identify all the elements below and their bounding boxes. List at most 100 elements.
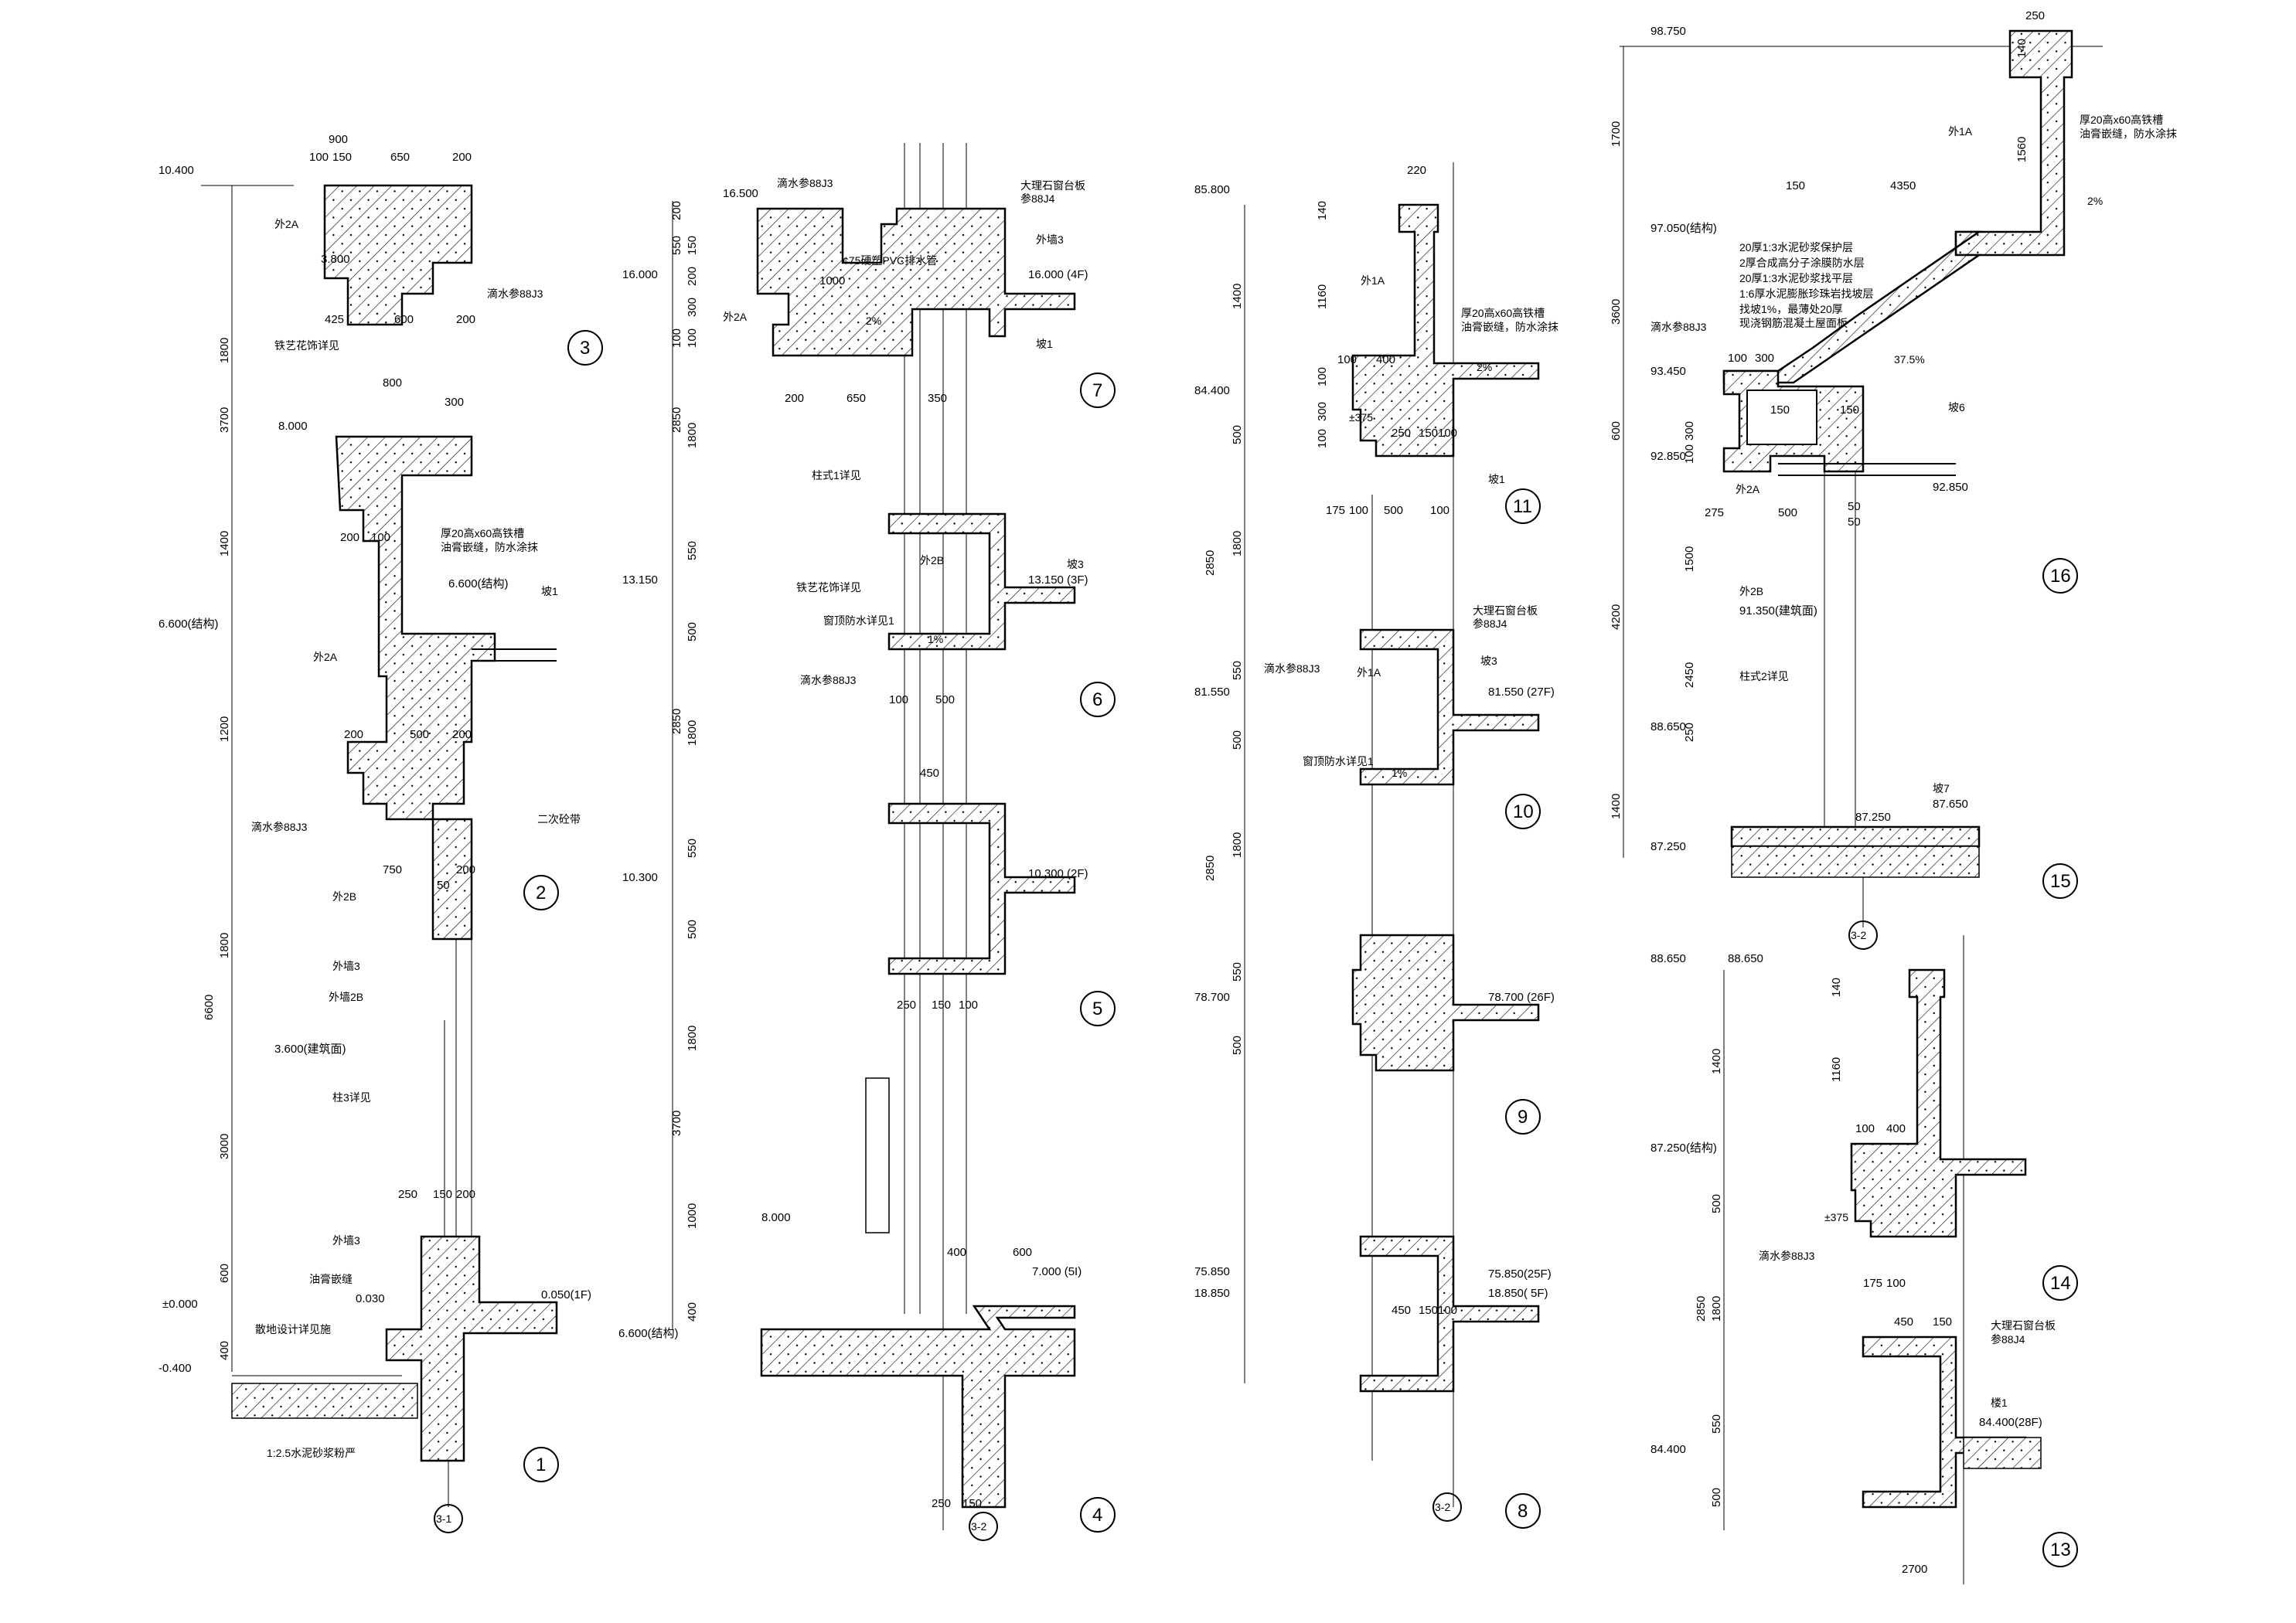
dim-600-h: 600 <box>394 313 414 326</box>
c3-label-88j4: 参88J4 <box>1473 618 1507 630</box>
detail-7: 7 <box>1092 380 1102 401</box>
dim-200-h: 200 <box>456 313 475 326</box>
dim-c2-3700: 3700 <box>670 1111 683 1136</box>
dim-200-c: 200 <box>340 531 359 544</box>
c4-dim-140: 140 <box>2015 39 2029 58</box>
dim-750: 750 <box>383 863 402 876</box>
c4-level-87250-c: 87.250(结构) <box>1650 1142 1717 1155</box>
c3-dimh-400: 400 <box>1376 353 1395 366</box>
detail-10: 10 <box>1513 801 1534 822</box>
level-8000-c2: 8.000 <box>761 1211 791 1224</box>
c3-label-375: ±375 <box>1349 411 1373 424</box>
c3-dim-300: 300 <box>1316 402 1329 421</box>
wall-section-1-mid <box>335 435 496 821</box>
c3-label-tiecao: 厚20高x60高铁槽 <box>1461 307 1545 319</box>
dim-c2h-650: 650 <box>847 392 866 405</box>
dim-3700: 3700 <box>218 407 231 433</box>
dim-c2-150: 150 <box>686 236 699 255</box>
c3-level-84400: 84.400 <box>1194 384 1230 397</box>
c4-level-98750: 98.750 <box>1650 25 1686 38</box>
c4-dim-1500: 1500 <box>1683 546 1696 572</box>
dim-1200: 1200 <box>218 716 231 742</box>
label-zhu3: 柱3详见 <box>332 1091 371 1104</box>
c4-dimh-250: 250 <box>2025 9 2045 22</box>
label-wai2b: 外2B <box>332 890 356 903</box>
label-fangshui: 油膏嵌缝，防水涂抹 <box>441 541 538 553</box>
axis-tag-4: 3-2 <box>1851 929 1866 941</box>
dim-c2h-100: 100 <box>889 693 908 706</box>
detail-8: 8 <box>1518 1501 1528 1522</box>
c3-dimh-100: 100 <box>1337 353 1357 366</box>
c4-dim-1400b: 1400 <box>1710 1049 1723 1074</box>
c3-dimh-250: 250 <box>1392 427 1411 440</box>
label-yougao: 油膏嵌缝 <box>309 1273 353 1285</box>
dim-c2-500: 500 <box>686 622 699 641</box>
level-10300-2f: 10.300 (2F) <box>1028 867 1088 880</box>
detail-11: 11 <box>1513 496 1532 517</box>
c4-label-slope: 37.5% <box>1894 353 1925 366</box>
c4-dimh-150c: 150 <box>1840 403 1859 417</box>
c4-label-roof2: 2厚合成高分子涂膜防水层 <box>1739 257 1865 269</box>
level-10300: 10.300 <box>622 871 658 884</box>
c3-label-wai1a-b: 外1A <box>1357 666 1381 679</box>
level-0000: ±0.000 <box>162 1298 198 1311</box>
c3-label-po1: 坡1 <box>1488 473 1505 485</box>
c4-label-wai2b: 外2B <box>1739 585 1763 597</box>
c3-dim-100b: 100 <box>1316 429 1329 448</box>
roof-parapet-16 <box>1954 29 2073 257</box>
level-3800: 3.800 <box>321 253 350 266</box>
c3-dim-500b: 500 <box>1231 730 1244 750</box>
c4-dimh-4350: 4350 <box>1890 179 1916 192</box>
level-13150: 13.150 <box>622 573 658 587</box>
c3-label-po3: 坡3 <box>1480 655 1497 667</box>
c2-label-wai2b: 外2B <box>920 554 944 567</box>
dim-c2-1800b: 1800 <box>686 720 699 746</box>
label-ercidai: 二次砼带 <box>537 813 581 825</box>
c4-dimh-150d: 150 <box>1933 1315 1952 1329</box>
c3-dimh-100b: 100 <box>1438 427 1457 440</box>
label-sandi: 散地设计详见施 <box>255 1323 331 1335</box>
dim-150: 150 <box>332 151 352 164</box>
dim-200: 200 <box>452 151 472 164</box>
c3-dimh-500: 500 <box>1384 504 1403 517</box>
c3-dimh-150b: 150 <box>1419 1304 1438 1317</box>
c4-dimh-2700: 2700 <box>1902 1563 1927 1576</box>
c4-dimh-150b: 150 <box>1770 403 1790 417</box>
c3-dim-550b: 550 <box>1231 962 1244 982</box>
c4-label-2pct: 2% <box>2087 195 2103 207</box>
c4-level-97050: 97.050(结构) <box>1650 222 1717 235</box>
c4-dimh-400: 400 <box>1886 1122 1906 1135</box>
c4-label-88j4: 参88J4 <box>1991 1333 2025 1346</box>
c3-level-81550-27f: 81.550 (27F) <box>1488 686 1555 699</box>
c4-label-dishui-b: 滴水参88J3 <box>1759 1250 1815 1262</box>
wall-section-14 <box>1850 968 2027 1238</box>
c4-label-po7: 坡7 <box>1933 782 1950 794</box>
c2-label-dishui: 滴水参88J3 <box>777 177 833 189</box>
level-6600-c2: 6.600(结构) <box>618 1327 679 1340</box>
dim-100-c: 100 <box>371 531 390 544</box>
c4-label-roof6: 现浇钢筋混凝土屋面板 <box>1739 317 1848 329</box>
level-6600: 6.600(结构) <box>158 618 219 631</box>
c4-label-roof4: 1:6厚水泥膨胀珍珠岩找坡层 <box>1739 288 1873 300</box>
c2-label-2pct: 2% <box>866 315 881 327</box>
axis-tag-2: 3-2 <box>971 1520 986 1533</box>
label-waiqiang2b: 外墙2B <box>329 991 363 1003</box>
dim-c2-2850: 2850 <box>670 407 683 433</box>
c3-level-85800: 85.800 <box>1194 183 1230 196</box>
c2-label-1pct: 1% <box>928 633 943 645</box>
c3-dimh-100c: 100 <box>1349 504 1368 517</box>
c2-label-zhushi: 柱式1详见 <box>812 469 861 481</box>
wall-section-1-top <box>323 184 473 326</box>
label-dishui: 滴水参88J3 <box>251 821 308 833</box>
dim-150-g: 150 <box>433 1188 452 1201</box>
c3-dimh-450: 450 <box>1392 1304 1411 1317</box>
level-10400: 10.400 <box>158 164 194 177</box>
c4-label-zhushi2: 柱式2详见 <box>1739 670 1789 682</box>
c2-label-chuangding: 窗顶防水详见1 <box>823 614 894 627</box>
dim-c2h-1000: 1000 <box>819 274 845 288</box>
wall-section-2-top <box>756 207 1076 357</box>
detail-9: 9 <box>1518 1107 1528 1128</box>
c4-level-87250-b: 87.250 <box>1855 811 1891 824</box>
dim-c2h-100b: 100 <box>959 999 978 1012</box>
wall-section-2-mid2 <box>887 802 1076 975</box>
